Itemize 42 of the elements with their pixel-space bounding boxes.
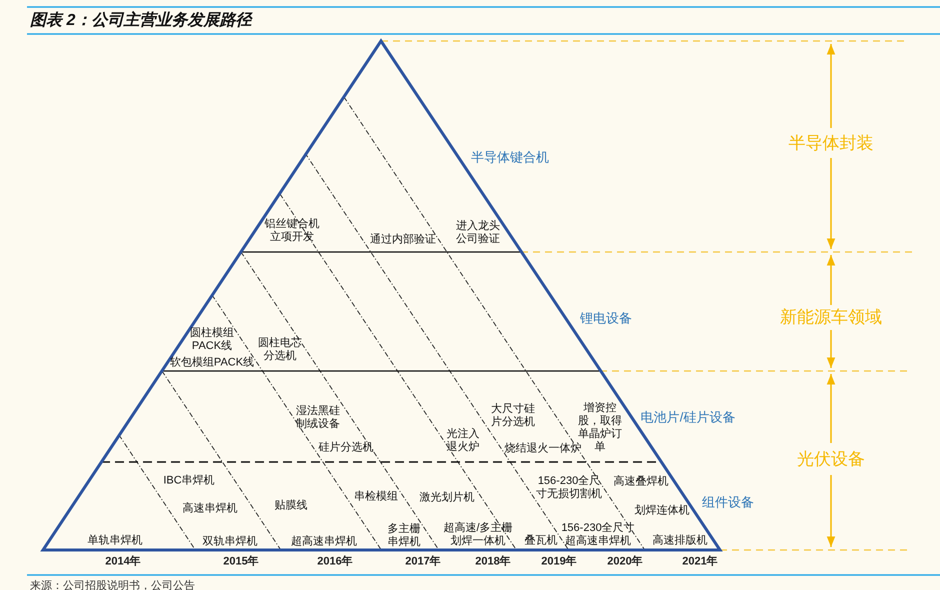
product-label: 超高速串焊机: [291, 536, 357, 548]
product-label: 划焊连体机: [634, 504, 690, 518]
product-label: 单轨串焊机: [88, 534, 142, 548]
product-label: 双轨串焊机: [202, 536, 258, 548]
product-label: IBC串焊机: [163, 474, 215, 488]
product-label: 软包模组PACK线: [170, 356, 254, 370]
product-label: 光注入退火炉: [446, 428, 480, 454]
year-label: 2014年: [105, 556, 141, 568]
product-label: 大尺寸硅片分选机: [491, 403, 535, 429]
category-label: 组件设备: [702, 494, 754, 510]
field-label: 光伏设备: [797, 450, 865, 468]
year-label: 2015年: [223, 556, 259, 568]
year-label: 2020年: [607, 556, 643, 568]
product-label: 156-230全尺寸无损切割机: [535, 475, 603, 501]
product-label: 156-230全尺寸超高速串焊机: [560, 522, 636, 548]
product-label: 圆柱电芯分选机: [258, 337, 302, 363]
product-label: 串检模组: [354, 490, 398, 504]
product-label: 硅片分选机: [318, 442, 374, 454]
category-label: 锂电设备: [580, 310, 632, 326]
year-label: 2019年: [541, 556, 577, 568]
product-label: 湿法黑硅制绒设备: [296, 405, 340, 431]
year-label: 2018年: [475, 556, 511, 568]
product-label: 高速串焊机: [182, 502, 238, 516]
product-label: 叠瓦机: [524, 534, 558, 548]
milestone-label: 进入龙头公司验证: [456, 220, 500, 246]
product-label: 贴膜线: [274, 500, 308, 512]
product-label: 超高速/多主栅划焊一体机: [442, 522, 514, 548]
product-label: 圆柱模组PACK线: [189, 327, 235, 353]
product-label: 高速排版机: [652, 534, 708, 548]
field-label: 半导体封装: [788, 134, 874, 152]
year-label: 2021年: [682, 556, 718, 568]
product-label: 激光划片机: [420, 492, 474, 504]
category-label: 半导体键合机: [471, 150, 549, 164]
product-label: 多主栅串焊机: [388, 523, 420, 549]
chart-title: 图表 2：公司主营业务发展路径: [30, 10, 252, 31]
year-label: 2016年: [317, 556, 353, 568]
milestone-label: 铝丝键合机立项开发: [264, 218, 320, 244]
year-label: 2017年: [405, 556, 441, 568]
product-label: 高速叠焊机: [614, 476, 668, 488]
category-label: 电池片/硅片设备: [640, 410, 736, 424]
milestone-label: 通过内部验证: [370, 234, 436, 246]
field-label: 新能源车领域: [780, 308, 882, 326]
